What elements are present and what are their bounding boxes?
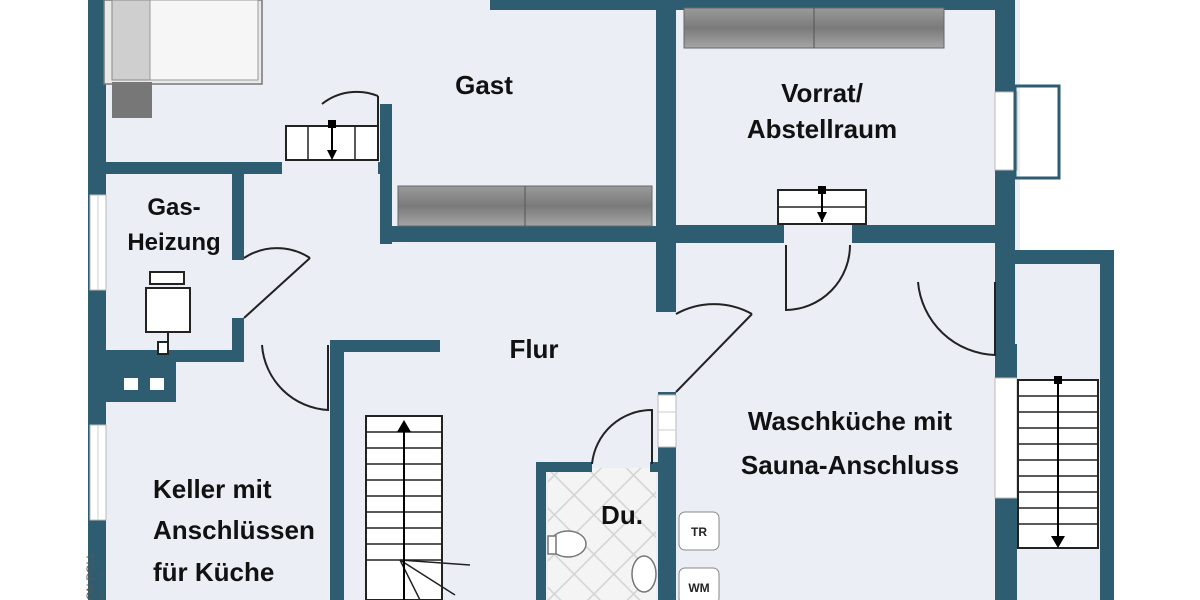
window-right-lower xyxy=(994,377,1018,499)
floors xyxy=(100,0,1110,600)
door-du xyxy=(591,408,653,465)
door-gast xyxy=(321,90,379,150)
windows xyxy=(89,84,1061,521)
window-washroom xyxy=(657,394,677,448)
svg-text:ON POLL: ON POLL xyxy=(85,552,97,600)
room-label-gas-line2: Heizung xyxy=(127,229,220,256)
room-labels: Gast Vorrat/ Abstellraum Gas- Heizung Fl… xyxy=(127,70,959,587)
room-label-flur: Flur xyxy=(509,334,558,364)
room-label-keller-line2: Anschlüssen xyxy=(153,515,315,545)
doors xyxy=(243,90,996,465)
room-label-keller-line3: für Küche xyxy=(153,557,274,587)
door-gas-heizung xyxy=(243,247,311,319)
cabinet-gast xyxy=(397,185,653,227)
watermark: ON POLL MOBILIEN xyxy=(85,552,106,600)
room-label-keller-line1: Keller mit xyxy=(153,474,272,504)
stair-steps-vorrat xyxy=(777,186,867,225)
bed-icon xyxy=(103,0,263,118)
room-label-vorrat-line1: Vorrat/ xyxy=(781,78,863,108)
dryer-tr: TR xyxy=(678,511,720,551)
room-label-du: Du. xyxy=(601,500,643,530)
tr-label: TR xyxy=(691,525,707,539)
svg-text:MOBILIEN: MOBILIEN xyxy=(99,567,106,600)
door-washroom xyxy=(675,303,753,393)
window-right-upper xyxy=(994,91,1018,171)
sink-icon xyxy=(631,555,657,593)
wm-label: WM xyxy=(688,581,709,595)
room-label-gas-line1: Gas- xyxy=(147,194,200,221)
cabinet-vorrat xyxy=(683,7,945,49)
door-waschkueche-right xyxy=(917,281,996,357)
toilet-icon xyxy=(547,530,587,558)
stair-steps-gast xyxy=(285,120,379,161)
washing-machine-wm: WM xyxy=(678,567,720,600)
heater-vents xyxy=(124,378,164,390)
door-vorrat xyxy=(785,244,851,312)
light-well xyxy=(1013,84,1061,180)
door-keller xyxy=(261,344,329,412)
room-label-gast: Gast xyxy=(455,70,513,100)
room-label-wasch-line1: Waschküche mit xyxy=(748,406,953,436)
gas-heater-icon xyxy=(145,271,191,355)
staircase-right xyxy=(1017,376,1099,549)
room-label-vorrat-line2: Abstellraum xyxy=(747,114,897,144)
room-label-wasch-line2: Sauna-Anschluss xyxy=(741,450,959,480)
staircase-keller xyxy=(365,415,471,600)
